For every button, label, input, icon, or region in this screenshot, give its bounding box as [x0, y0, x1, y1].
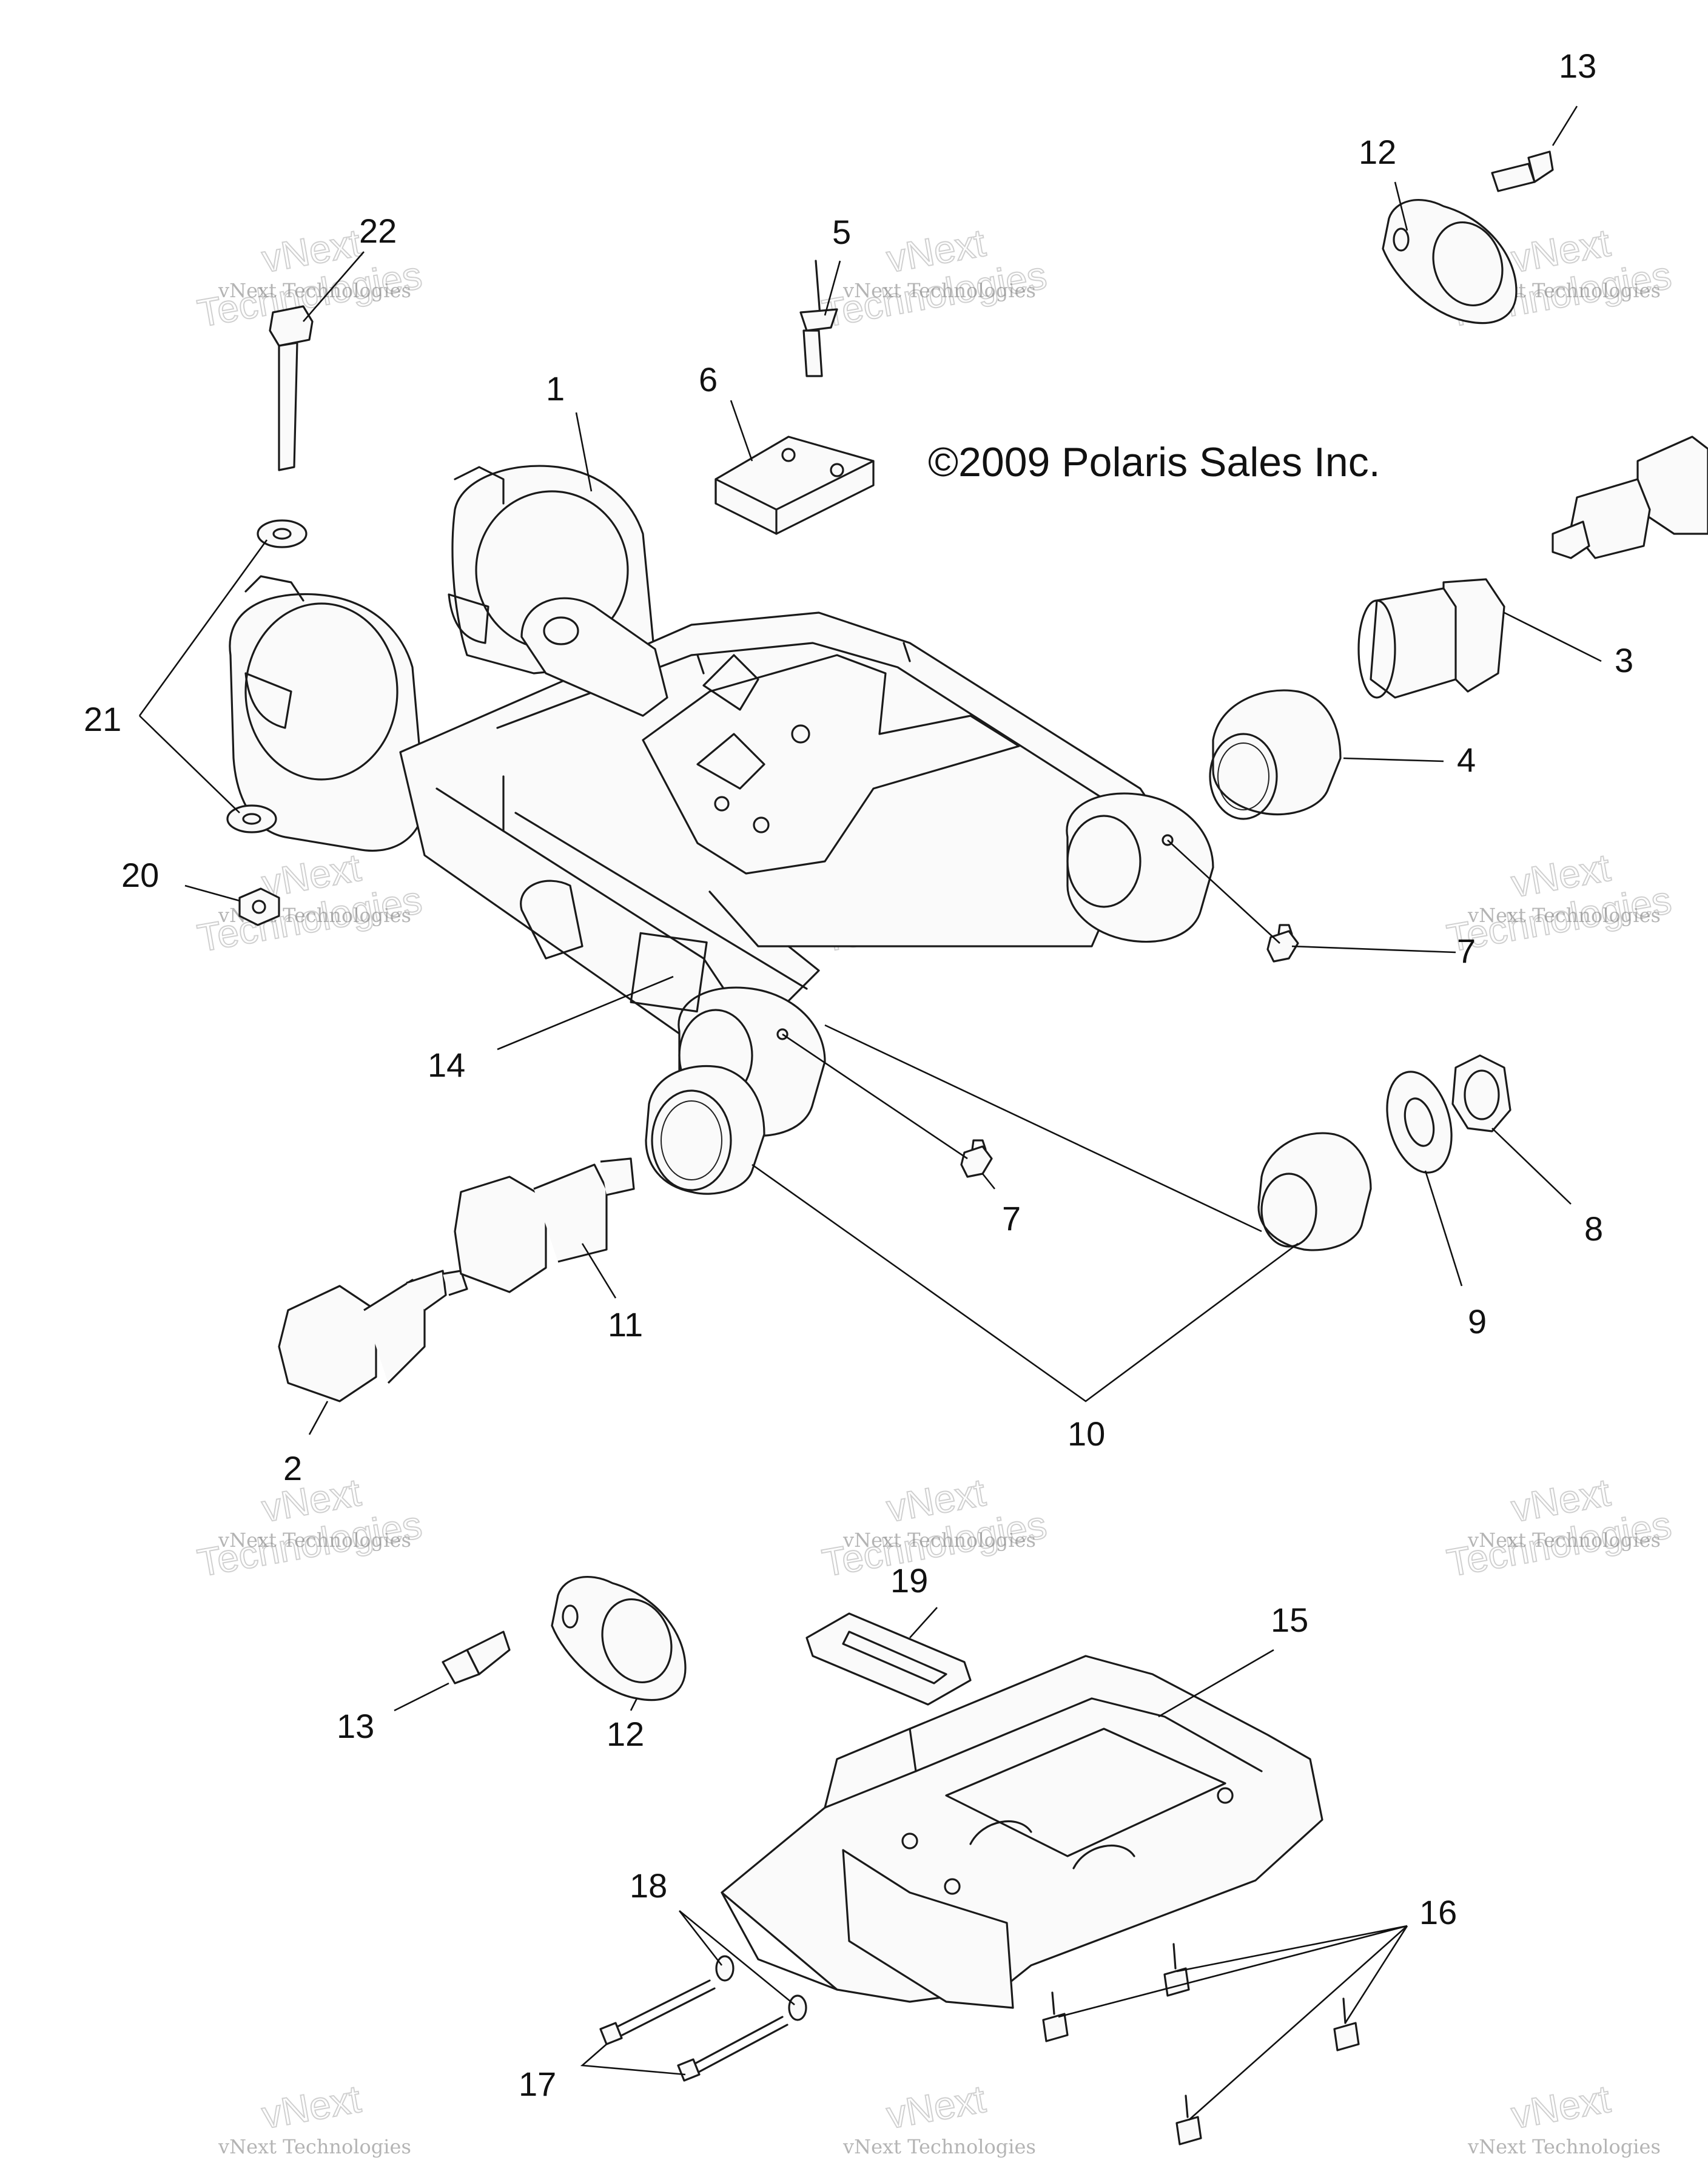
- watermark-text: vNext Technologies: [1467, 2135, 1661, 2158]
- rivet-5: [799, 260, 838, 377]
- callout-8: 8: [1584, 1210, 1603, 1248]
- bearing-10-left: [645, 1065, 765, 1195]
- washer-9: [1386, 1071, 1453, 1174]
- callout-5: 5: [832, 213, 851, 251]
- hex-nut-8: [1451, 1054, 1511, 1132]
- nuts-18: [715, 1955, 807, 2021]
- callout-21: 21: [84, 700, 121, 738]
- grease-fitting-7a: [1266, 924, 1299, 963]
- bearing-4: [1209, 689, 1342, 820]
- grease-fitting-7b: [960, 1139, 993, 1178]
- callout-17: 17: [519, 2065, 556, 2103]
- plate-6: [714, 436, 875, 535]
- watermark-text: vNext Technologies: [1467, 1529, 1661, 1552]
- lock-plate-12a: [1382, 199, 1518, 325]
- watermark-text: vNext Technologies: [218, 2135, 411, 2158]
- bolts-17: [599, 1979, 788, 2082]
- callout-2: 2: [283, 1449, 302, 1487]
- callout-19: 19: [890, 1561, 928, 1600]
- callout-6: 6: [699, 360, 718, 399]
- copyright-text: ©2009 Polaris Sales Inc.: [928, 439, 1380, 485]
- nut-20: [238, 887, 280, 926]
- callout-7-upper: 7: [1457, 932, 1476, 970]
- callout-14: 14: [428, 1046, 465, 1084]
- watermark-big: vNext: [258, 2077, 364, 2137]
- callout-9: 9: [1468, 1302, 1487, 1341]
- callout-20: 20: [121, 856, 159, 894]
- watermark-text: vNext Technologies: [842, 279, 1036, 302]
- watermark-big: vNext: [883, 2077, 989, 2137]
- callout-12-top: 12: [1359, 133, 1396, 171]
- callout-3: 3: [1615, 641, 1633, 679]
- bolts-16: [1042, 1943, 1360, 2145]
- bolt-13b: [442, 1630, 511, 1684]
- adjuster-11: [454, 1157, 635, 1293]
- callout-7-lower: 7: [1002, 1199, 1021, 1237]
- callout-22: 22: [359, 212, 397, 250]
- callout-10: 10: [1068, 1415, 1105, 1453]
- lock-plate-12b: [551, 1576, 687, 1701]
- callout-13-top: 13: [1559, 47, 1596, 85]
- pivot-bolt-partial: [1552, 436, 1708, 559]
- callout-1: 1: [546, 369, 565, 408]
- callout-13-bottom: 13: [337, 1707, 374, 1745]
- callout-16: 16: [1419, 1893, 1457, 1931]
- swing-arm: [229, 465, 1214, 1137]
- bearing-10-right: [1257, 1132, 1372, 1251]
- callout-18: 18: [630, 1866, 667, 1905]
- pivot-bolt-2: [278, 1270, 468, 1402]
- watermark-text: vNext Technologies: [218, 279, 411, 302]
- callout-12-bottom: 12: [607, 1715, 644, 1753]
- pivot-adjuster-3: [1357, 578, 1505, 699]
- watermark-big: vNext: [1508, 2077, 1613, 2137]
- bumper-19: [805, 1612, 972, 1706]
- callout-11: 11: [608, 1305, 643, 1344]
- leader-lines: [138, 106, 1602, 2121]
- callouts: 1 2 3 4 5 6 7 7 8 9 10 11 12 12 13 13 14…: [84, 47, 1633, 2103]
- watermark-text: vNext Technologies: [1467, 904, 1661, 927]
- bolt-13a: [1491, 150, 1554, 192]
- watermark-text: vNext Technologies: [842, 1529, 1036, 1552]
- callout-15: 15: [1271, 1601, 1308, 1639]
- watermark-text: vNext Technologies: [842, 2135, 1036, 2158]
- watermark-text: vNext Technologies: [218, 1529, 411, 1552]
- skid-plate-15: [721, 1655, 1323, 2009]
- callout-4: 4: [1457, 741, 1476, 779]
- bolt-22: [269, 305, 314, 471]
